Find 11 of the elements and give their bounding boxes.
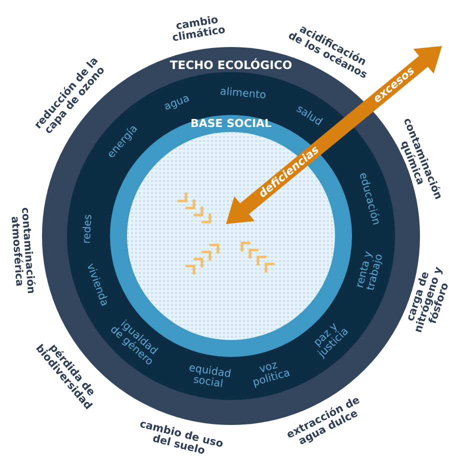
ring-title: BASE SOCIAL	[190, 117, 272, 130]
dimension-label: alimento	[218, 84, 268, 102]
dimension-label: renta y trabajo	[352, 248, 386, 294]
boundary-label: cambio de uso del suelo	[138, 416, 226, 459]
dimension-label: redes	[81, 212, 96, 246]
dimension-label: voz politica	[250, 358, 293, 391]
dimension-label: agua	[162, 91, 193, 116]
ring-title: TECHO ECOLÓGICO	[170, 58, 292, 72]
boundary-label: contaminación atmosférica	[7, 206, 36, 296]
boundary-label: cambio climático	[170, 12, 228, 46]
dimension-label: equidad social	[186, 362, 232, 392]
